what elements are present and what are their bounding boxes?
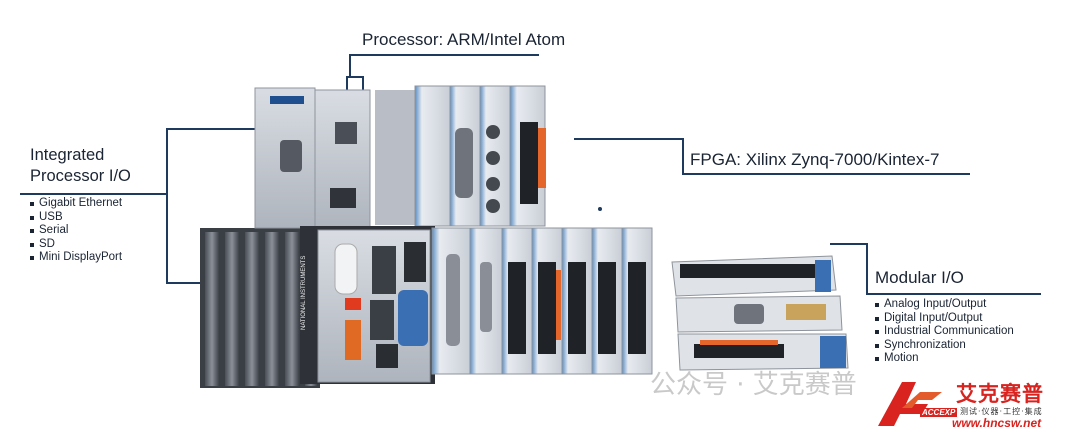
processor-line-drop	[349, 54, 351, 76]
logo-mark-text: ACCEXP	[920, 408, 958, 417]
logo-url: www.hncsw.net	[952, 416, 1042, 430]
processor-line-h	[346, 76, 364, 78]
processor-line-v1	[346, 76, 348, 102]
list-item: Mini DisplayPort	[30, 251, 122, 265]
list-item: USB	[30, 211, 122, 225]
list-item: SD	[30, 238, 122, 252]
fpga-dot	[598, 207, 602, 211]
fpga-line-h	[574, 138, 684, 140]
integrated-items: Gigabit Ethernet USB Serial SD Mini Disp…	[30, 197, 122, 265]
loose-modules	[671, 255, 849, 371]
integrated-line-v	[166, 128, 168, 283]
list-item: Industrial Communication	[875, 325, 1014, 339]
processor-label: Processor: ARM/Intel Atom	[362, 30, 566, 49]
list-item: Digital Input/Output	[875, 312, 1014, 326]
brand-text: NATIONAL INSTRUMENTS	[301, 256, 307, 330]
modular-line-under	[866, 293, 1041, 295]
fpga-line-under	[682, 173, 970, 175]
integrated-title-line1: Integrated	[30, 146, 105, 164]
main-chassis: NATIONAL INSTRUMENTS	[300, 226, 435, 384]
list-item: Motion	[875, 352, 1014, 366]
wechat-watermark: 公众号 · 艾克赛普	[650, 370, 857, 400]
fpga-label: FPGA: Xilinx Zynq-7000/Kintex-7	[690, 150, 940, 169]
list-item: Gigabit Ethernet	[30, 197, 122, 211]
integrated-title-line2: Processor I/O	[30, 167, 131, 185]
top-module-bank	[375, 85, 546, 227]
modular-title: Modular I/O	[875, 268, 964, 287]
lower-module-bank	[431, 227, 653, 375]
modular-line-v	[866, 243, 868, 295]
list-item: Serial	[30, 224, 122, 238]
logo-tagline: 测试·仪器·工控·集成	[960, 407, 1043, 416]
logo-name: 艾克赛普	[956, 382, 1044, 406]
modular-items: Analog Input/Output Digital Input/Output…	[875, 298, 1014, 366]
modular-line-h	[830, 243, 868, 245]
accexp-logo-mark	[878, 382, 942, 426]
processor-line-top	[349, 54, 539, 56]
integrated-line-h	[20, 193, 168, 195]
integrated-title: Integrated Processor I/O	[30, 145, 131, 187]
rear-controller	[254, 87, 371, 231]
list-item: Synchronization	[875, 339, 1014, 353]
integrated-line-top	[166, 128, 286, 130]
accexp-logo: ACCEXP 艾克赛普 测试·仪器·工控·集成 www.hncsw.net	[872, 378, 1072, 430]
fpga-line-v	[682, 138, 684, 173]
list-item: Analog Input/Output	[875, 298, 1014, 312]
